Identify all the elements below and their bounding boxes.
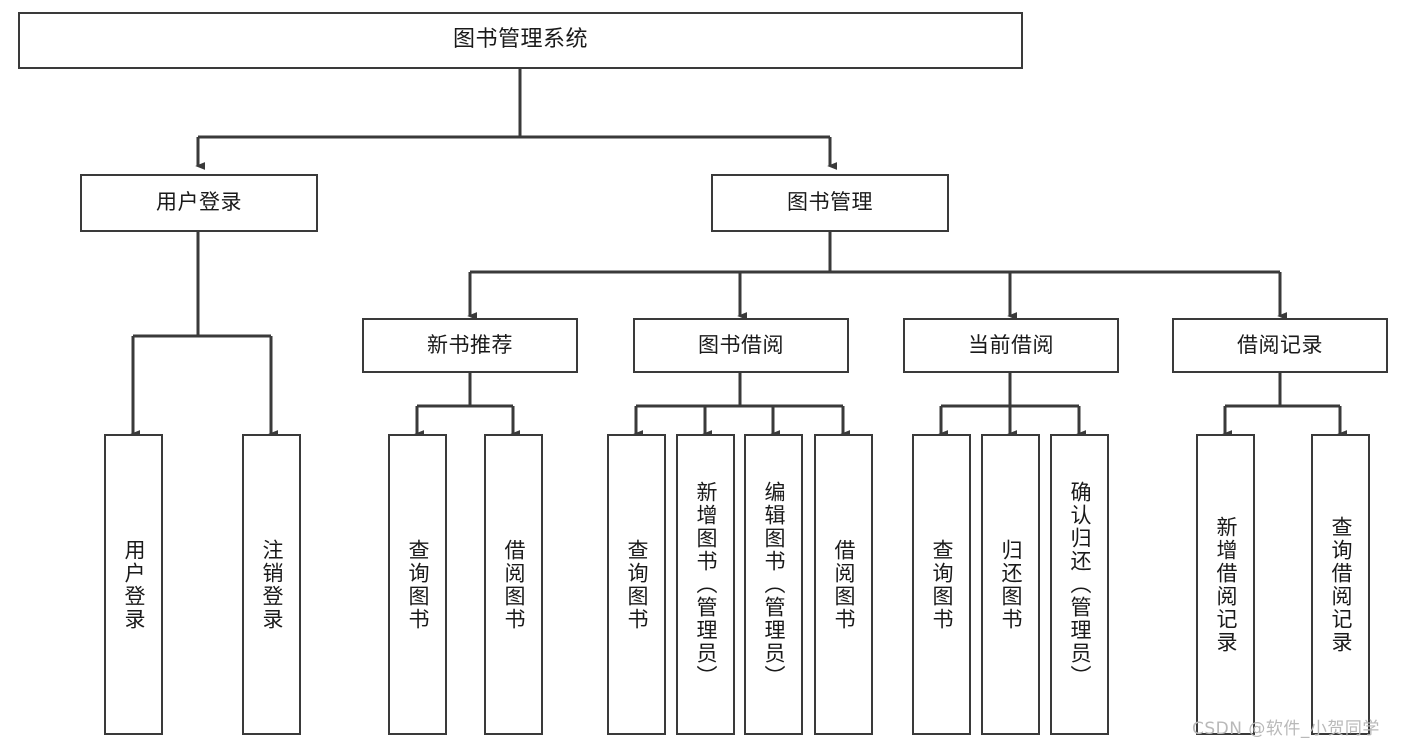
- node-label: 确认归还（管理员）: [1068, 481, 1092, 688]
- node-label: 借阅图书: [832, 538, 856, 631]
- leaf-user-login-login[interactable]: 用户登录: [104, 434, 163, 735]
- node-label: 图书管理: [787, 190, 873, 215]
- leaf-current-borrow-query[interactable]: 查询图书: [912, 434, 971, 735]
- node-label: 归还图书: [999, 538, 1023, 631]
- node-label: 查询图书: [406, 538, 430, 631]
- node-book-management[interactable]: 图书管理: [711, 174, 949, 232]
- node-label: 用户登录: [156, 190, 242, 215]
- leaf-current-borrow-return[interactable]: 归还图书: [981, 434, 1040, 735]
- leaf-borrow-records-add[interactable]: 新增借阅记录: [1196, 434, 1255, 735]
- leaf-book-borrow-query[interactable]: 查询图书: [607, 434, 666, 735]
- leaf-new-book-query[interactable]: 查询图书: [388, 434, 447, 735]
- node-borrow-records[interactable]: 借阅记录: [1172, 318, 1388, 373]
- node-user-login[interactable]: 用户登录: [80, 174, 318, 232]
- leaf-new-book-borrow[interactable]: 借阅图书: [484, 434, 543, 735]
- leaf-book-borrow-edit[interactable]: 编辑图书（管理员）: [744, 434, 803, 735]
- leaf-user-login-logout[interactable]: 注销登录: [242, 434, 301, 735]
- node-label: 查询借阅记录: [1329, 515, 1353, 654]
- node-label: 新增图书（管理员）: [694, 481, 718, 688]
- node-label: 查询图书: [625, 538, 649, 631]
- node-root-system[interactable]: 图书管理系统: [18, 12, 1023, 69]
- node-label: 新增借阅记录: [1214, 515, 1238, 654]
- node-label: 新书推荐: [427, 332, 513, 357]
- node-new-book-recommend[interactable]: 新书推荐: [362, 318, 578, 373]
- leaf-book-borrow-borrow[interactable]: 借阅图书: [814, 434, 873, 735]
- node-label: 查询图书: [930, 538, 954, 631]
- leaf-current-borrow-confirm-return[interactable]: 确认归还（管理员）: [1050, 434, 1109, 735]
- node-label: 借阅记录: [1237, 332, 1323, 357]
- node-current-borrow[interactable]: 当前借阅: [903, 318, 1119, 373]
- node-label: 用户登录: [122, 538, 146, 631]
- node-label: 图书借阅: [698, 332, 784, 357]
- node-label: 注销登录: [260, 538, 284, 631]
- leaf-borrow-records-query[interactable]: 查询借阅记录: [1311, 434, 1370, 735]
- node-label: 借阅图书: [502, 538, 526, 631]
- leaf-book-borrow-add[interactable]: 新增图书（管理员）: [676, 434, 735, 735]
- node-label: 图书管理系统: [452, 27, 588, 53]
- node-label: 当前借阅: [968, 332, 1054, 357]
- node-book-borrow[interactable]: 图书借阅: [633, 318, 849, 373]
- node-label: 编辑图书（管理员）: [762, 481, 786, 688]
